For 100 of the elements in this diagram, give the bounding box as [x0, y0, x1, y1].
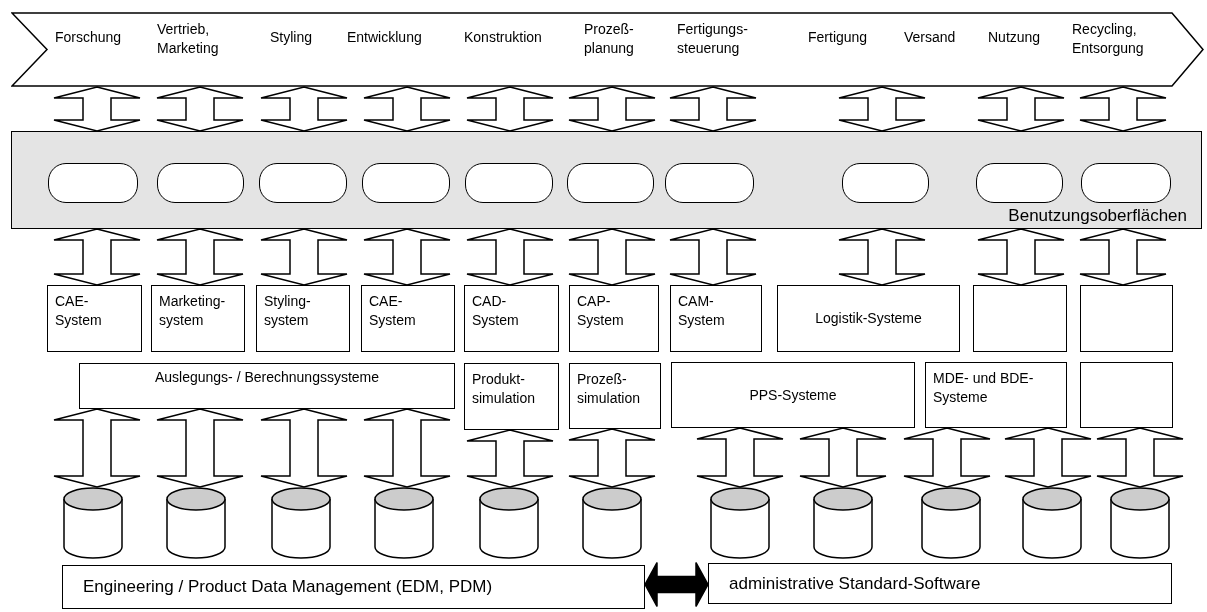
rounded-box — [48, 163, 138, 203]
double-arrow — [53, 408, 141, 488]
system-box — [925, 362, 1067, 428]
database-cylinder — [271, 487, 331, 559]
phase-label: Konstruktion — [464, 28, 543, 47]
system-box — [671, 362, 915, 428]
rounded-box — [567, 163, 654, 203]
phase-label: Forschung — [55, 28, 123, 47]
box-label: administrative Standard-Software — [729, 572, 981, 595]
double-arrow — [977, 86, 1065, 132]
rounded-box — [259, 163, 347, 203]
interface-band — [11, 131, 1202, 229]
database-cylinder — [479, 487, 539, 559]
phase-label: Fertigung — [808, 28, 869, 47]
phase-label: Prozeß-planung — [584, 20, 635, 58]
database-cylinder — [1022, 487, 1082, 559]
system-box — [569, 363, 661, 429]
rounded-box — [465, 163, 553, 203]
system-box — [1080, 285, 1173, 352]
band-label: Benutzungsoberflächen — [1008, 205, 1187, 226]
double-arrow — [1079, 86, 1167, 132]
double-arrow — [799, 427, 887, 488]
double-arrow — [53, 228, 141, 286]
system-box — [47, 285, 142, 352]
box-label: Prozeß-simulation — [577, 370, 642, 408]
double-arrow — [363, 228, 451, 286]
box-label: Logistik-Systeme — [815, 309, 922, 328]
box-label: PPS-Systeme — [749, 385, 837, 405]
double-arrow — [568, 428, 656, 488]
double-arrow — [156, 228, 244, 286]
database-cylinder — [166, 487, 226, 559]
box-label: Styling-system — [264, 292, 312, 330]
box-label: CAD-System — [472, 292, 520, 330]
phase-label: Vertrieb, Marketing — [157, 20, 220, 58]
double-arrow — [156, 408, 244, 488]
double-arrow — [156, 86, 244, 132]
phase-label: Recycling, Entsorgung — [1072, 20, 1145, 58]
double-arrow — [1096, 427, 1184, 488]
phase-label: Versand — [904, 28, 957, 47]
system-box — [569, 285, 659, 352]
double-arrow — [363, 86, 451, 132]
double-arrow — [669, 86, 757, 132]
system-box — [464, 363, 559, 430]
box-label: Engineering / Product Data Management (EDM, PDM) — [83, 576, 493, 598]
double-arrow — [838, 86, 926, 132]
system-box — [670, 285, 762, 352]
database-cylinder — [921, 487, 981, 559]
double-arrow — [669, 228, 757, 286]
database-cylinder — [63, 487, 123, 559]
box-label: Produkt-simulation — [472, 370, 537, 408]
process-chevron — [11, 12, 1204, 87]
system-box — [62, 565, 645, 609]
thick-double-arrow — [644, 561, 709, 608]
phase-label: Nutzung — [988, 28, 1042, 47]
rounded-box — [665, 163, 754, 203]
phase-label: Entwicklung — [347, 28, 423, 47]
rounded-box — [362, 163, 450, 203]
double-arrow — [696, 427, 784, 488]
system-box — [1080, 362, 1173, 428]
double-arrow — [466, 429, 554, 488]
database-cylinder — [1110, 487, 1170, 559]
phase-label: Fertigungs-steuerung — [677, 20, 749, 58]
phase-label: Styling — [270, 28, 314, 47]
double-arrow — [260, 228, 348, 286]
system-box — [973, 285, 1067, 352]
box-label: CAM-System — [678, 292, 726, 330]
system-box — [464, 285, 559, 352]
rounded-box — [842, 163, 929, 203]
system-box — [79, 363, 455, 409]
system-box — [256, 285, 350, 352]
system-box — [151, 285, 245, 352]
box-label: Marketing-system — [159, 292, 227, 330]
rounded-box — [1081, 163, 1171, 203]
database-cylinder — [813, 487, 873, 559]
system-box — [708, 563, 1172, 604]
double-arrow — [363, 408, 451, 488]
double-arrow — [1004, 427, 1092, 488]
double-arrow — [903, 427, 991, 488]
double-arrow — [1079, 228, 1167, 286]
double-arrow — [977, 228, 1065, 286]
rounded-box — [157, 163, 244, 203]
box-label: Auslegungs- / Berechnungssysteme — [154, 368, 380, 387]
double-arrow — [53, 86, 141, 132]
rounded-box — [976, 163, 1063, 203]
box-label: CAE-System — [369, 292, 417, 330]
box-label: MDE- und BDE-Systeme — [933, 369, 1035, 407]
double-arrow — [568, 86, 656, 132]
system-box — [777, 285, 960, 352]
database-cylinder — [582, 487, 642, 559]
box-label: CAE-System — [55, 292, 103, 330]
database-cylinder — [710, 487, 770, 559]
double-arrow — [466, 228, 554, 286]
double-arrow — [260, 86, 348, 132]
system-box — [361, 285, 455, 352]
database-cylinder — [374, 487, 434, 559]
double-arrow — [260, 408, 348, 488]
double-arrow — [838, 228, 926, 286]
double-arrow — [568, 228, 656, 286]
double-arrow — [466, 86, 554, 132]
box-label: CAP-System — [577, 292, 625, 330]
